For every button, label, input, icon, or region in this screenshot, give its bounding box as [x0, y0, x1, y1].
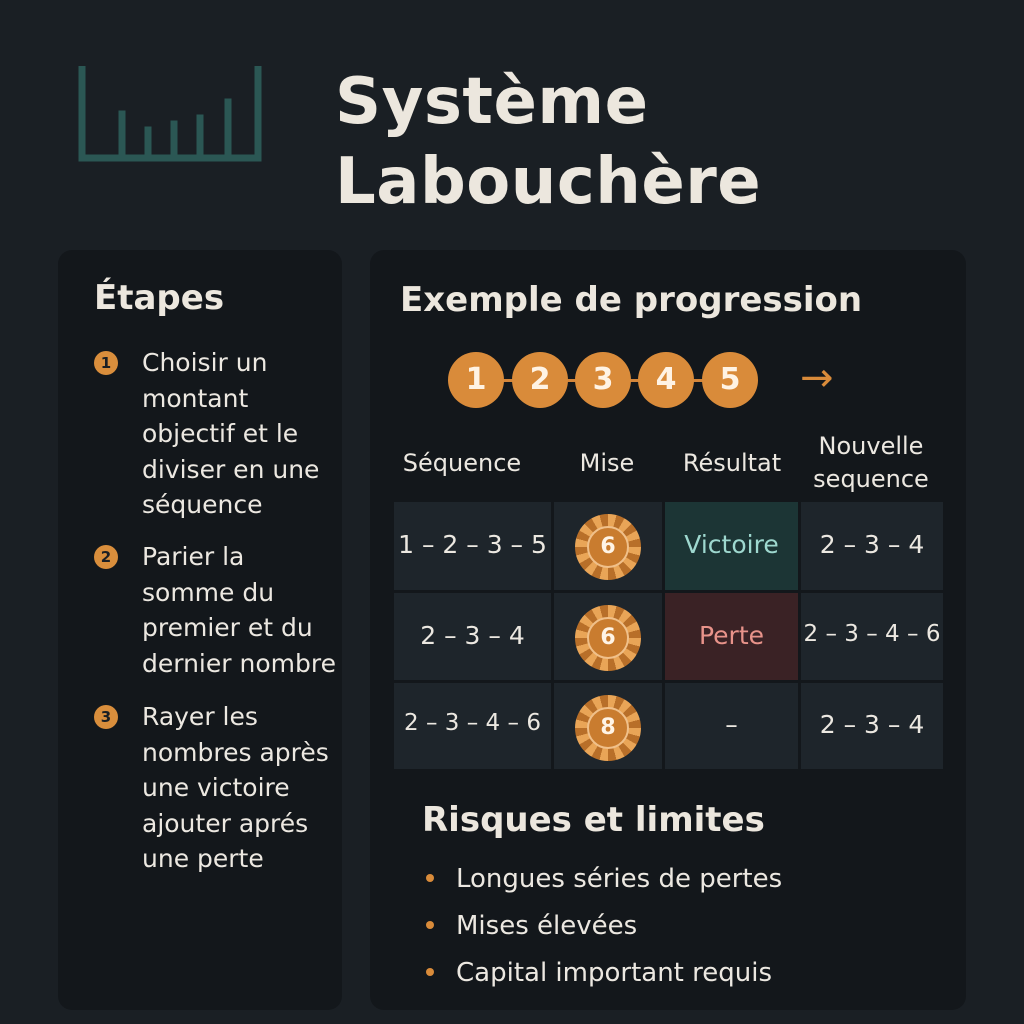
table-cell-result: Victoire [665, 502, 798, 590]
casino-chip-icon: 6 [575, 514, 641, 580]
page-title-line1: Système [335, 65, 649, 139]
table-cell-result: Perte [665, 593, 798, 680]
table-header-result: Résultat [682, 449, 782, 477]
bullet-icon [426, 873, 434, 882]
risks-heading: Risques et limites [422, 800, 765, 840]
new-sequence-value: 2 – 3 – 4 [819, 710, 925, 739]
sequence-value: 1 – 2 – 3 – 5 [398, 530, 547, 559]
risk-list-item: Mises élevées [426, 911, 637, 941]
table-cell-result: – [665, 683, 798, 769]
table-cell: 6 [554, 502, 662, 590]
sequence-number: 5 [702, 352, 758, 408]
progression-panel: Exemple de progression 1 2 3 4 5 → Séque… [370, 250, 966, 1010]
table-header-sequence: Séquence [402, 449, 522, 477]
new-sequence-value: 2 – 3 – 4 [819, 530, 925, 559]
sequence-value: 2 – 3 – 4 – 6 [404, 710, 541, 736]
sequence-number: 2 [512, 352, 568, 408]
new-sequence-value: 2 – 3 – 4 – 6 [803, 621, 941, 647]
arrow-right-icon: → [800, 355, 834, 401]
bar-chart-logo-icon [78, 66, 262, 162]
table-header-new-sequence: Nouvelle sequence [813, 432, 929, 493]
bullet-icon [426, 967, 434, 976]
page-title: Système Labouchère [335, 62, 761, 222]
risk-text: Longues séries de pertes [456, 864, 783, 894]
sequence-number: 4 [638, 352, 694, 408]
table-cell: 2 – 3 – 4 – 6 [394, 683, 551, 769]
table-cell: 2 – 3 – 4 [801, 502, 943, 590]
result-value: – [725, 710, 738, 739]
steps-panel: Étapes 1 Choisir un montant objectif et … [58, 250, 342, 1010]
risk-list-item: Capital important requis [426, 958, 772, 988]
sequence-value: 2 – 3 – 4 [420, 621, 525, 650]
bet-value: 8 [587, 707, 629, 749]
table-cell: 8 [554, 683, 662, 769]
step-text: Rayer les nombres après une victoire ajo… [142, 702, 329, 873]
bet-value: 6 [587, 526, 629, 568]
sequence-number: 1 [448, 352, 504, 408]
risk-text: Capital important requis [456, 958, 773, 988]
step-number-badge: 1 [94, 351, 118, 375]
table-cell: 1 – 2 – 3 – 5 [394, 502, 551, 590]
sequence-number: 3 [575, 352, 631, 408]
page-title-line2: Labouchère [335, 145, 762, 219]
risk-text: Mises élevées [456, 911, 638, 941]
step-text: Parier la somme du premier et du dernier… [142, 542, 336, 678]
table-header-bet: Mise [579, 449, 635, 477]
table-cell: 2 – 3 – 4 [801, 683, 943, 769]
casino-chip-icon: 6 [575, 605, 641, 671]
casino-chip-icon: 8 [575, 695, 641, 761]
risk-list-item: Longues séries de pertes [426, 864, 782, 894]
result-value: Perte [698, 621, 765, 650]
table-cell: 6 [554, 593, 662, 680]
step-number-badge: 3 [94, 705, 118, 729]
step-text: Choisir un montant objectif et le divise… [142, 348, 320, 519]
table-cell: 2 – 3 – 4 [394, 593, 551, 680]
sequence-row: 1 2 3 4 5 → [448, 350, 860, 410]
bet-value: 6 [587, 617, 629, 659]
bullet-icon [426, 920, 434, 929]
progression-heading: Exemple de progression [400, 280, 863, 320]
result-value: Victoire [684, 530, 779, 559]
step-number-badge: 2 [94, 545, 118, 569]
steps-heading: Étapes [94, 278, 225, 318]
table-cell: 2 – 3 – 4 – 6 [801, 593, 943, 680]
